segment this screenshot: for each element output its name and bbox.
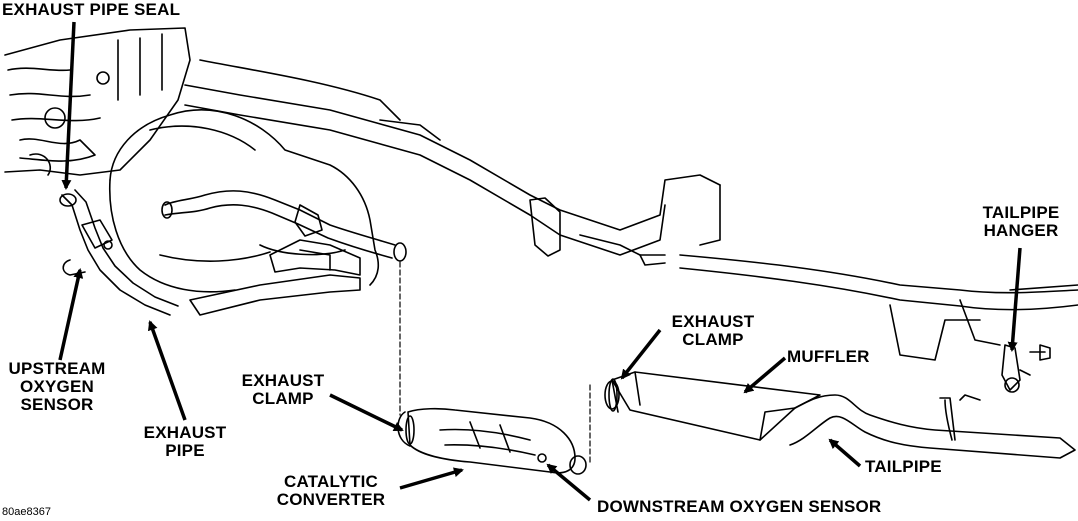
reference-code: 80ae8367 [2,506,51,518]
front-downpipe [59,189,179,316]
catalytic-converter [397,407,587,475]
front-exhaust-clamp [405,415,415,445]
arrow-muffler [743,356,787,394]
tailpipe-shape [789,394,1076,459]
label-downstream-oxygen-sensor: DOWNSTREAM OXYGEN SENSOR [597,497,882,516]
label-muffler: MUFFLER [787,347,870,366]
label-tailpipe: TAILPIPE [865,457,942,476]
engine-block [4,27,191,176]
arrow-exhaust-pipe [147,320,187,421]
front-exhaust-pipe-upper [161,190,407,262]
label-catalytic-converter: CATALYTIC CONVERTER [276,472,386,509]
alignment-lines [399,261,591,466]
label-exhaust-pipe: EXHAUST PIPE [143,423,227,460]
rear-exhaust-clamp [608,378,618,412]
arrow-exhaust-clamp-front [329,393,404,432]
arrow-exhaust-pipe-seal [61,21,76,190]
label-exhaust-pipe-seal: EXHAUST PIPE SEAL [2,0,181,19]
crossmember [189,239,361,316]
transmission-housing [108,109,380,293]
label-upstream-oxygen-sensor: UPSTREAM OXYGEN SENSOR [8,359,106,414]
label-exhaust-clamp-front: EXHAUST CLAMP [241,371,325,408]
rear-frame [679,254,1078,361]
arrow-tailpipe-hanger [1007,247,1022,352]
frame-rail [184,59,721,266]
arrow-downstream-oxygen-sensor [546,463,592,502]
arrow-upstream-oxygen-sensor [58,268,84,361]
muffler [604,371,821,441]
arrow-exhaust-clamp-rear [620,328,662,380]
arrow-tailpipe [828,438,862,468]
label-exhaust-clamp-rear: EXHAUST CLAMP [671,312,755,349]
arrow-catalytic-converter [399,467,464,490]
label-tailpipe-hanger: TAILPIPE HANGER [982,203,1060,240]
tailpipe-hanger [1001,344,1051,393]
